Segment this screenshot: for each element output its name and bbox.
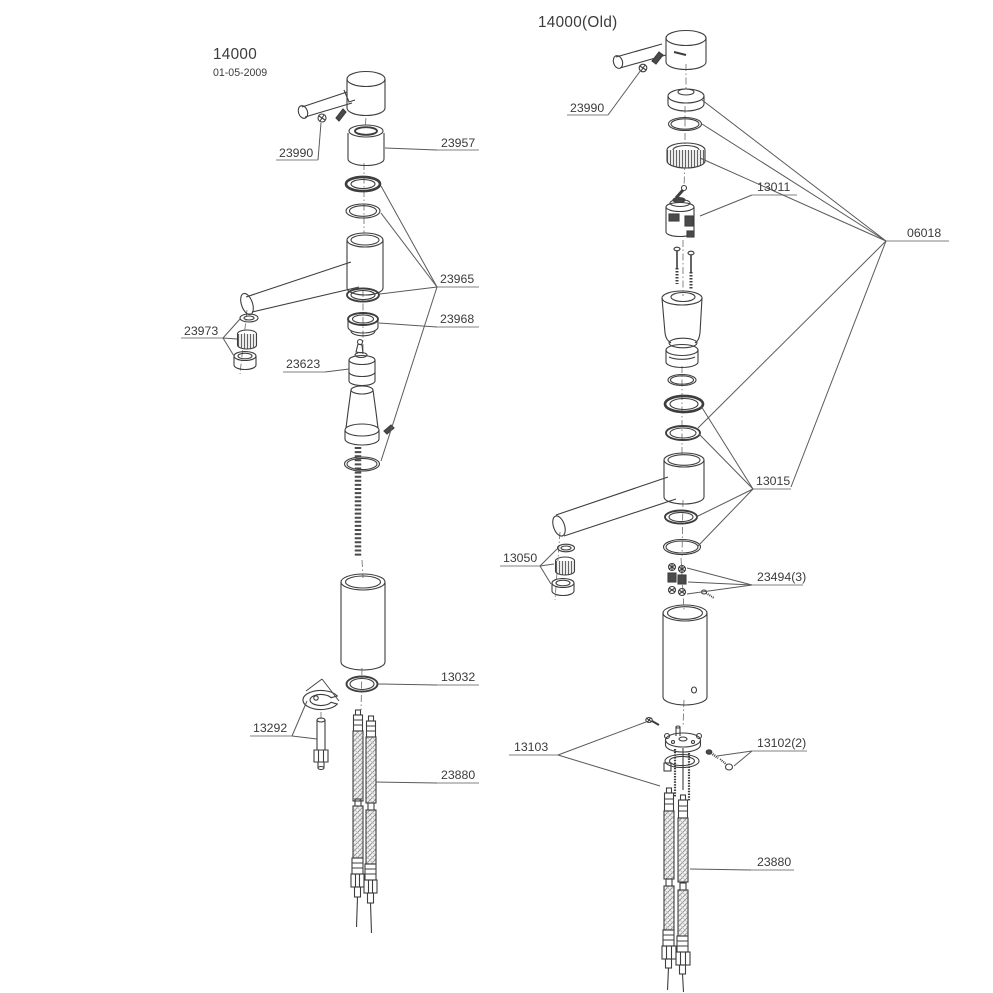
left-horseshoe-washer xyxy=(302,678,340,711)
part-label-23973: 23973 xyxy=(184,324,218,338)
leader-13103 xyxy=(509,721,661,787)
right-leaders xyxy=(500,69,949,871)
right-mounting-screws xyxy=(705,749,734,771)
part-label-13292: 13292 xyxy=(253,721,287,735)
right-center-axes xyxy=(554,64,687,728)
right-shank xyxy=(662,604,708,706)
left-escutcheon-oring xyxy=(343,456,381,472)
part-label-13050: 13050 xyxy=(503,551,537,565)
right-supply-hoses xyxy=(661,787,691,993)
right-aerator xyxy=(551,543,576,597)
part-label-23623: 23623 xyxy=(286,357,320,371)
part-label-23880-left: 23880 xyxy=(441,768,475,782)
right-stepped-body xyxy=(661,290,703,369)
leader-23880-left xyxy=(375,781,479,784)
part-label-06018: 06018 xyxy=(907,226,941,240)
part-label-23494: 23494(3) xyxy=(757,570,806,584)
left-cap xyxy=(347,124,385,167)
right-cap-oring xyxy=(667,116,703,132)
leader-13032 xyxy=(377,683,479,686)
right-spout xyxy=(552,452,705,537)
right-title: 14000(Old) xyxy=(538,14,618,31)
right-cartridge xyxy=(665,184,695,238)
part-label-13015: 13015 xyxy=(756,474,790,488)
leader-23880-right xyxy=(689,868,794,871)
left-date: 01-05-2009 xyxy=(213,67,267,79)
leader-13050 xyxy=(500,548,558,585)
right-dark-oring xyxy=(663,394,705,414)
leader-06018 xyxy=(697,99,949,488)
right-ring-under-spout xyxy=(664,509,698,525)
left-aerator xyxy=(233,313,259,371)
part-label-23990-right: 23990 xyxy=(570,101,604,115)
right-knurled-ring xyxy=(666,142,706,169)
left-ring-under-spout xyxy=(346,287,380,303)
right-handle xyxy=(612,29,707,73)
left-escutcheon xyxy=(344,385,395,446)
part-label-23957: 23957 xyxy=(441,136,475,150)
left-leaders xyxy=(181,122,479,784)
leader-23494 xyxy=(686,567,803,595)
left-ring-light xyxy=(345,203,381,219)
right-ring-mid xyxy=(665,425,701,441)
right-mounting-base xyxy=(645,716,703,801)
leader-13292 xyxy=(250,700,318,740)
left-guide-ring xyxy=(347,312,379,337)
part-label-13103: 13103 xyxy=(514,740,548,754)
left-spout xyxy=(240,232,384,316)
part-label-23965: 23965 xyxy=(440,272,474,286)
left-oring-upper xyxy=(344,175,382,193)
leader-23973 xyxy=(181,318,241,357)
leader-23623 xyxy=(283,368,350,373)
left-base-oring xyxy=(345,675,379,693)
leader-23990-left xyxy=(276,122,322,161)
right-large-oring xyxy=(662,538,702,556)
left-supply-hoses xyxy=(350,709,378,934)
part-label-13102: 13102(2) xyxy=(757,736,806,750)
left-cartridge xyxy=(348,338,376,387)
part-label-23880-right: 23880 xyxy=(757,855,791,869)
right-bumper-kit xyxy=(667,562,715,599)
leader-13011 xyxy=(699,194,797,217)
right-fixing-screws xyxy=(673,246,695,290)
right-dome-cap xyxy=(667,88,705,112)
leader-23965 xyxy=(379,185,479,462)
right-assembly: 14000(Old) 23990 13011 06018 13015 13050… xyxy=(500,14,949,993)
left-title: 14000 xyxy=(213,46,257,63)
left-handle xyxy=(297,70,386,123)
leader-13102 xyxy=(716,750,807,767)
leader-13015 xyxy=(695,405,791,547)
part-label-23968: 23968 xyxy=(440,312,474,326)
left-assembly: 14000 01-05-2009 23990 23957 23965 23968… xyxy=(181,46,479,934)
leader-23957 xyxy=(384,147,479,151)
left-shank xyxy=(340,573,386,671)
leader-23968 xyxy=(378,322,479,328)
part-label-23990-left: 23990 xyxy=(279,146,313,160)
left-mounting-bolt xyxy=(313,717,329,771)
right-thin-ring xyxy=(667,373,697,387)
leader-23990-right xyxy=(567,69,642,116)
part-label-13032: 13032 xyxy=(441,670,475,684)
part-label-13011: 13011 xyxy=(757,180,790,194)
